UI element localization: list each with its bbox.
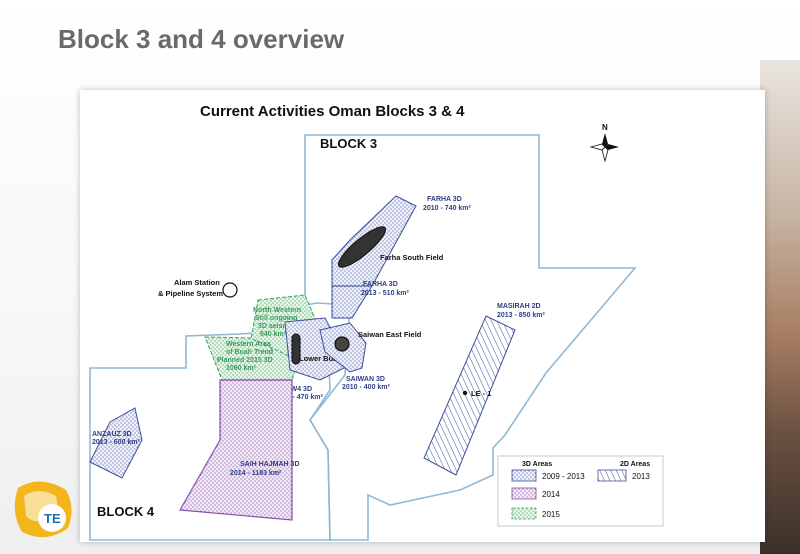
- background-photo-strip: [760, 60, 800, 554]
- saih-hajmah-detail: 2014 - 1183 km²: [230, 470, 282, 477]
- north-label: N: [602, 123, 608, 132]
- company-logo: TE: [14, 481, 72, 538]
- saiwan-name: SAIWAN 3D: [346, 376, 385, 383]
- alam-station-label-1: Alam Station: [174, 278, 220, 287]
- legend-item-2009-2013: 2009 - 2013: [542, 472, 585, 481]
- western-area-line4: 1060 km²: [226, 365, 257, 372]
- masirah-survey: [423, 315, 516, 476]
- legend-swatch-2015: [511, 507, 537, 520]
- b4ew4-detail: 2013 - 470 km²: [275, 394, 324, 401]
- map-panel: Current Activities Oman Blocks 3 & 4 BLO…: [80, 90, 765, 542]
- legend-item-2d-2013: 2013: [632, 472, 650, 481]
- farha-south-field-shape: [337, 226, 387, 268]
- map-svg: Current Activities Oman Blocks 3 & 4 BLO…: [89, 103, 664, 541]
- logo-text: TE: [44, 511, 61, 526]
- anzauz-survey: [89, 407, 143, 479]
- anzauz-detail: 2013 - 600 km²: [92, 439, 141, 446]
- well-le1-label: LE - 1: [471, 389, 491, 398]
- legend-swatch-2d-2013: [597, 469, 627, 482]
- saiwan-detail: 2010 - 400 km²: [342, 384, 391, 391]
- saih-hajmah-survey: [179, 379, 293, 521]
- farha-north-detail: 2010 - 740 km²: [423, 205, 472, 212]
- saiwan-east-field-shape: [334, 336, 350, 352]
- legend-heading-3d: 3D Areas: [522, 461, 552, 468]
- masirah-name: MASIRAH 2D: [497, 303, 541, 310]
- farha-north-name: FARHA 3D: [427, 196, 462, 203]
- western-area-line2: of Buah Trend: [226, 349, 273, 356]
- legend: 3D Areas 2D Areas 2009 - 2013 2014 2015 …: [497, 455, 664, 527]
- farha-south-field-label: Farha South Field: [380, 253, 444, 262]
- north-arrow-icon: N: [589, 123, 619, 163]
- farha-south-detail: 2013 - 510 km²: [361, 290, 410, 297]
- b4ew4-name: B4EW4 3D: [277, 386, 312, 393]
- legend-item-2014: 2014: [542, 490, 560, 499]
- western-area-line1: Western Area: [226, 341, 271, 348]
- masirah-detail: 2013 - 850 km²: [497, 312, 546, 319]
- lower-buah-shape: [291, 333, 301, 365]
- block3-label: BLOCK 3: [320, 136, 377, 151]
- saih-hajmah-name: SAIH HAJMAH 3D: [240, 461, 300, 468]
- legend-swatch-2014: [511, 487, 537, 500]
- legend-item-2015: 2015: [542, 510, 560, 519]
- north-western-line2: Still ongoing: [255, 315, 297, 322]
- farha-south-survey: [331, 285, 373, 319]
- alam-station-label-2: & Pipeline System: [158, 289, 223, 298]
- page-title: Block 3 and 4 overview: [58, 24, 345, 54]
- well-le1-icon: [462, 390, 468, 396]
- saiwan-east-field-label: Saiwan East Field: [358, 330, 422, 339]
- b4ew4-survey: [284, 317, 351, 381]
- farha-south-name: FARHA 3D: [363, 281, 398, 288]
- anzauz-name: ANZAUZ 3D: [92, 431, 132, 438]
- map-title: Current Activities Oman Blocks 3 & 4: [200, 103, 465, 120]
- north-western-line1: North Western: [253, 307, 301, 314]
- alam-station-icon: [222, 282, 238, 298]
- north-western-line4: 640 km²: [260, 331, 287, 338]
- legend-heading-2d: 2D Areas: [620, 461, 650, 468]
- lower-buah-label: Lower Buah Area: [299, 354, 361, 363]
- north-western-line3: 3D seismic: [258, 323, 295, 330]
- western-area-line3: Planned 2015 3D: [217, 357, 273, 364]
- legend-swatch-2009-2013: [511, 469, 537, 482]
- block4-label: BLOCK 4: [97, 504, 155, 519]
